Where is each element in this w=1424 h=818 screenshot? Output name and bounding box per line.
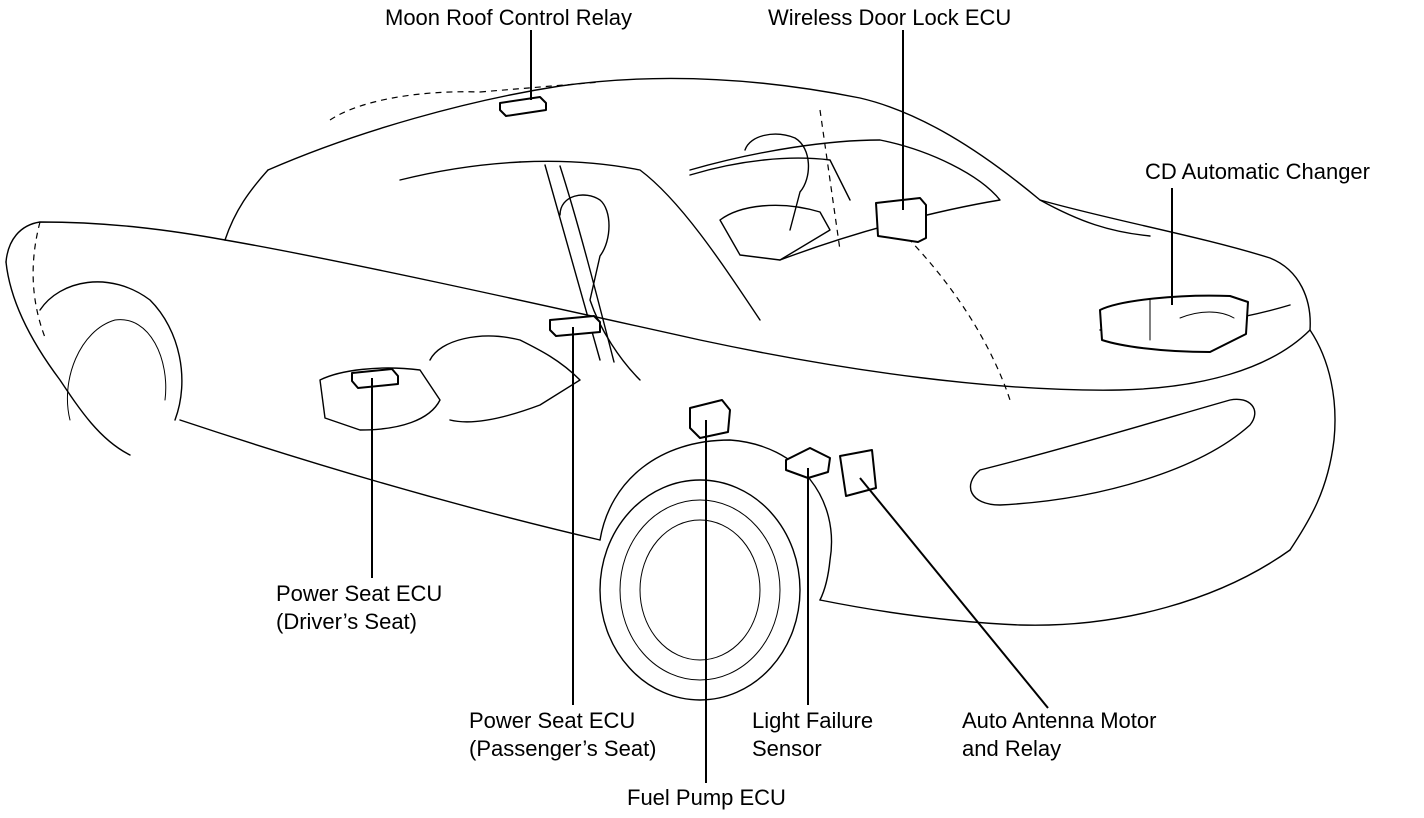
label-light-failure-sensor: Light Failure Sensor bbox=[752, 708, 874, 761]
label-power-seat-ecu-driver: Power Seat ECU (Driver’s Seat) bbox=[276, 581, 443, 634]
antenna-motor-shape bbox=[839, 449, 877, 497]
fuel-pump-ecu-shape bbox=[689, 399, 731, 439]
light-failure-sensor-shape bbox=[785, 447, 831, 479]
moon-roof-relay-shape bbox=[499, 96, 547, 117]
cd-changer-shape bbox=[1099, 294, 1249, 353]
label-moon-roof-control-relay: Moon Roof Control Relay bbox=[385, 5, 633, 30]
leader-lines bbox=[371, 30, 1173, 783]
door-lock-ecu-shape bbox=[875, 197, 927, 243]
label-power-seat-ecu-passenger: Power Seat ECU (Passenger’s Seat) bbox=[469, 708, 657, 761]
car-body-outline bbox=[5, 77, 1336, 701]
label-fuel-pump-ecu: Fuel Pump ECU bbox=[627, 785, 786, 810]
label-wireless-door-lock-ecu: Wireless Door Lock ECU bbox=[768, 5, 1012, 30]
label-auto-antenna-motor-relay: Auto Antenna Motor and Relay bbox=[962, 708, 1157, 761]
car-interior-seats bbox=[319, 133, 851, 431]
passenger-seat-ecu-shape bbox=[549, 315, 601, 337]
label-cd-automatic-changer: CD Automatic Changer bbox=[1145, 159, 1370, 184]
leader-antenna bbox=[859, 477, 1049, 709]
driver-seat-ecu-shape bbox=[351, 368, 399, 389]
component-shapes bbox=[351, 96, 1249, 497]
